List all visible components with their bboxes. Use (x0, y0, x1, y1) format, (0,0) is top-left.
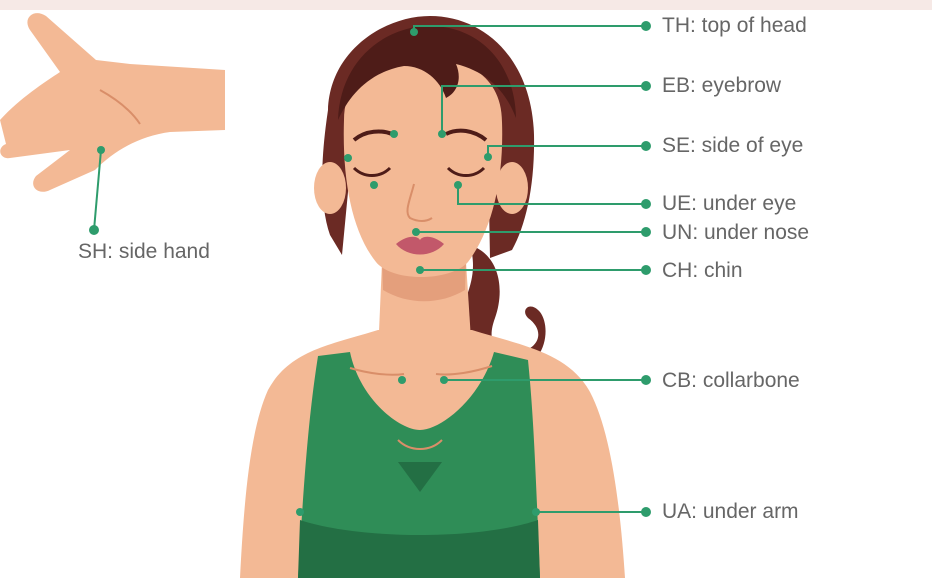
label-dot-ch (641, 265, 651, 275)
point-dot-th (410, 28, 418, 36)
label-dot-ue (641, 199, 651, 209)
point-dot-cb-left (398, 376, 406, 384)
label-chin: CH: chin (662, 259, 743, 283)
point-dot-ue-left (370, 181, 378, 189)
point-dot-ua-left (296, 508, 304, 516)
point-dot-eb-left (390, 130, 398, 138)
label-under-nose: UN: under nose (662, 221, 809, 245)
ear-right (496, 162, 528, 214)
label-dot-ua (641, 507, 651, 517)
label-under-arm: UA: under arm (662, 500, 799, 524)
label-dot-se (641, 141, 651, 151)
label-under-eye: UE: under eye (662, 192, 796, 216)
point-dot-un (412, 228, 420, 236)
point-dot-ch (416, 266, 424, 274)
point-dot-eb-right (438, 130, 446, 138)
point-dot-se-right (484, 153, 492, 161)
point-dot-sh (97, 146, 105, 154)
point-dot-ue-right (454, 181, 462, 189)
label-dot-eb (641, 81, 651, 91)
ear-left (314, 162, 346, 214)
label-dot-un (641, 227, 651, 237)
label-side-hand: SH: side hand (78, 240, 210, 264)
label-collarbone: CB: collarbone (662, 369, 800, 393)
point-dot-ua-right (532, 508, 540, 516)
label-dot-th (641, 21, 651, 31)
point-dot-se-left (344, 154, 352, 162)
label-eyebrow: EB: eyebrow (662, 74, 781, 98)
label-side-of-eye: SE: side of eye (662, 134, 803, 158)
label-dot-sh (89, 225, 99, 235)
label-dot-cb (641, 375, 651, 385)
point-dot-cb-right (440, 376, 448, 384)
hand (0, 13, 225, 192)
label-top-of-head: TH: top of head (662, 14, 807, 38)
